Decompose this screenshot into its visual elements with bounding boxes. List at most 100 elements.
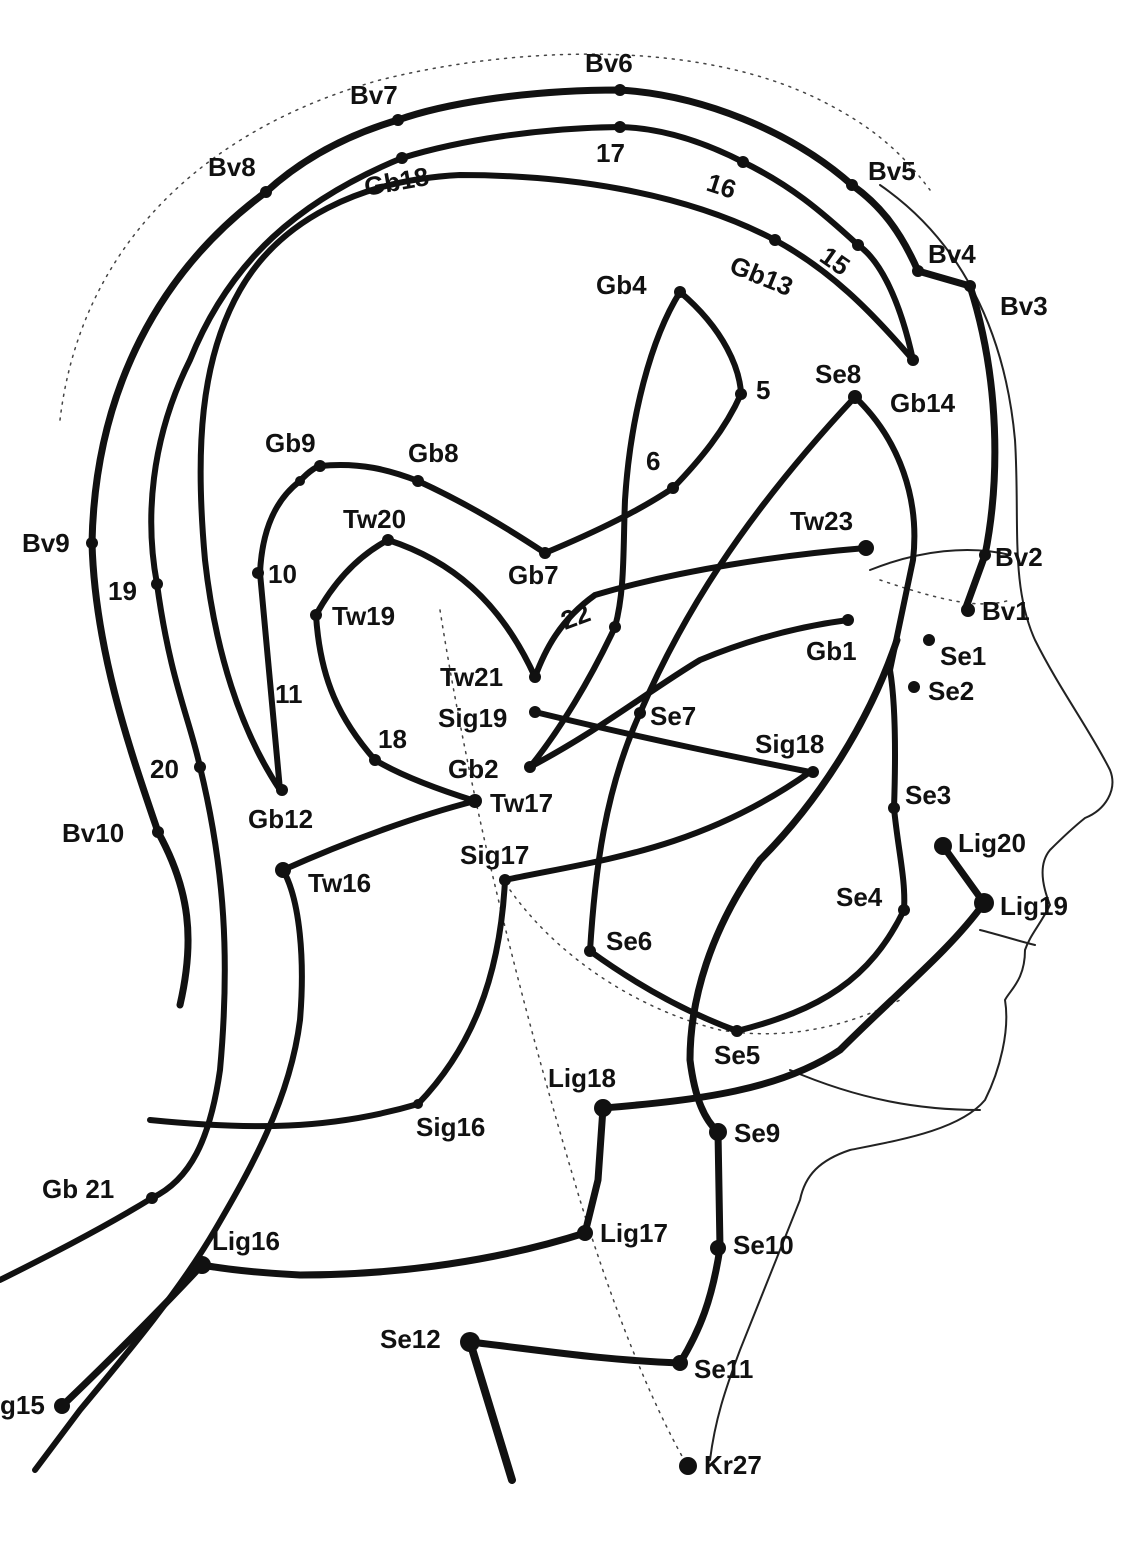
label-gb19: 19 (108, 576, 137, 606)
label-bv4: Bv4 (928, 239, 976, 269)
label-se1: Se1 (940, 641, 986, 671)
label-sig17: Sig17 (460, 840, 529, 870)
point-sig18 (807, 766, 819, 778)
label-lig20: Lig20 (958, 828, 1026, 858)
label-lig17: Lig17 (600, 1218, 668, 1248)
point-gb9b (295, 476, 305, 486)
label-gb7: Gb7 (508, 560, 559, 590)
point-bv5 (846, 179, 858, 191)
label-sig16: Sig16 (416, 1112, 485, 1142)
point-gb6 (667, 482, 679, 494)
point-gb9 (314, 460, 326, 472)
label-se11: Se11 (694, 1354, 753, 1384)
point-se3 (888, 802, 900, 814)
label-lig18: Lig18 (548, 1063, 616, 1093)
label-gb6: 6 (646, 446, 660, 476)
point-lig18 (594, 1099, 612, 1117)
point-gb17 (614, 121, 626, 133)
gb-temple-line (257, 289, 851, 793)
point-gb4 (674, 286, 686, 298)
head-silhouette (59, 53, 1114, 1471)
point-se11 (672, 1355, 688, 1371)
meridian-lines (0, 86, 999, 1484)
lip-line (979, 929, 1036, 946)
point-se8 (848, 390, 862, 404)
label-gb18: Gb18 (362, 161, 431, 202)
label-se5: Se5 (714, 1040, 760, 1070)
label-bv6: Bv6 (585, 48, 633, 78)
label-se6: Se6 (606, 926, 652, 956)
label-se9: Se9 (734, 1118, 780, 1148)
label-gb20: 20 (150, 754, 179, 784)
label-lig19: Lig19 (1000, 891, 1068, 921)
tw-neck-line (32, 867, 305, 1473)
point-lig17 (577, 1225, 593, 1241)
point-gb1 (842, 614, 854, 626)
point-sig16 (413, 1099, 423, 1109)
point-bv4 (912, 265, 924, 277)
point-gb12 (276, 784, 288, 796)
point-bv1 (961, 603, 975, 617)
label-tw19: Tw19 (332, 601, 395, 631)
label-se2: Se2 (928, 676, 974, 706)
label-kr27: Kr27 (704, 1450, 762, 1480)
label-lig15: g15 (0, 1390, 45, 1420)
point-gb20 (194, 761, 206, 773)
point-gb13 (769, 234, 781, 246)
point-sig19 (529, 706, 541, 718)
point-gb21 (146, 1192, 158, 1204)
label-se10: Se10 (733, 1230, 794, 1260)
point-gb18 (396, 152, 408, 164)
point-gb2 (524, 761, 536, 773)
point-bv9 (86, 537, 98, 549)
label-gb2: Gb2 (448, 754, 499, 784)
label-lig16: Lig16 (212, 1226, 280, 1256)
point-lig20 (934, 837, 952, 855)
point-se10 (710, 1240, 726, 1256)
chin-line (789, 1069, 981, 1111)
sig-meridian-line (147, 709, 813, 1130)
point-lig15 (54, 1398, 70, 1414)
point-gb15 (852, 239, 864, 251)
point-sig17 (499, 874, 511, 886)
label-gb15: 15 (815, 240, 856, 281)
point-lig19 (974, 893, 994, 913)
label-tw21: Tw21 (440, 662, 503, 692)
point-tw18 (369, 754, 381, 766)
label-tw17: Tw17 (490, 788, 553, 818)
point-gb14 (907, 354, 919, 366)
label-bv3: Bv3 (1000, 291, 1048, 321)
point-tw19 (310, 609, 322, 621)
label-gb4: Gb4 (596, 270, 647, 300)
label-tw18: 18 (378, 724, 407, 754)
label-tw23: Tw23 (790, 506, 853, 536)
label-gb21: Gb 21 (42, 1174, 114, 1204)
point-gb19 (151, 578, 163, 590)
label-bv9: Bv9 (22, 528, 70, 558)
se12-descending-line (466, 1338, 516, 1484)
label-tw16: Tw16 (308, 868, 371, 898)
point-bv6 (614, 84, 626, 96)
label-se8: Se8 (815, 359, 861, 389)
point-gb10 (252, 567, 264, 579)
point-bv7 (392, 114, 404, 126)
point-se6 (584, 945, 596, 957)
point-se2 (908, 681, 920, 693)
ear-guide-dotted (439, 609, 691, 1471)
label-bv1: Bv1 (982, 596, 1030, 626)
se-meridian-line (587, 394, 918, 1034)
label-gb10: 10 (268, 559, 297, 589)
point-tw20 (382, 534, 394, 546)
label-gb12: Gb12 (248, 804, 313, 834)
point-bv2 (979, 549, 991, 561)
point-bv10 (152, 826, 164, 838)
label-bv5: Bv5 (868, 156, 916, 186)
label-gb9: Gb9 (265, 428, 316, 458)
label-bv8: Bv8 (208, 152, 256, 182)
label-se12: Se12 (380, 1324, 441, 1354)
gb-inner-arc-line (197, 172, 916, 793)
label-sig18: Sig18 (755, 729, 824, 759)
point-markers (54, 84, 994, 1475)
label-gb5: 5 (756, 375, 770, 405)
